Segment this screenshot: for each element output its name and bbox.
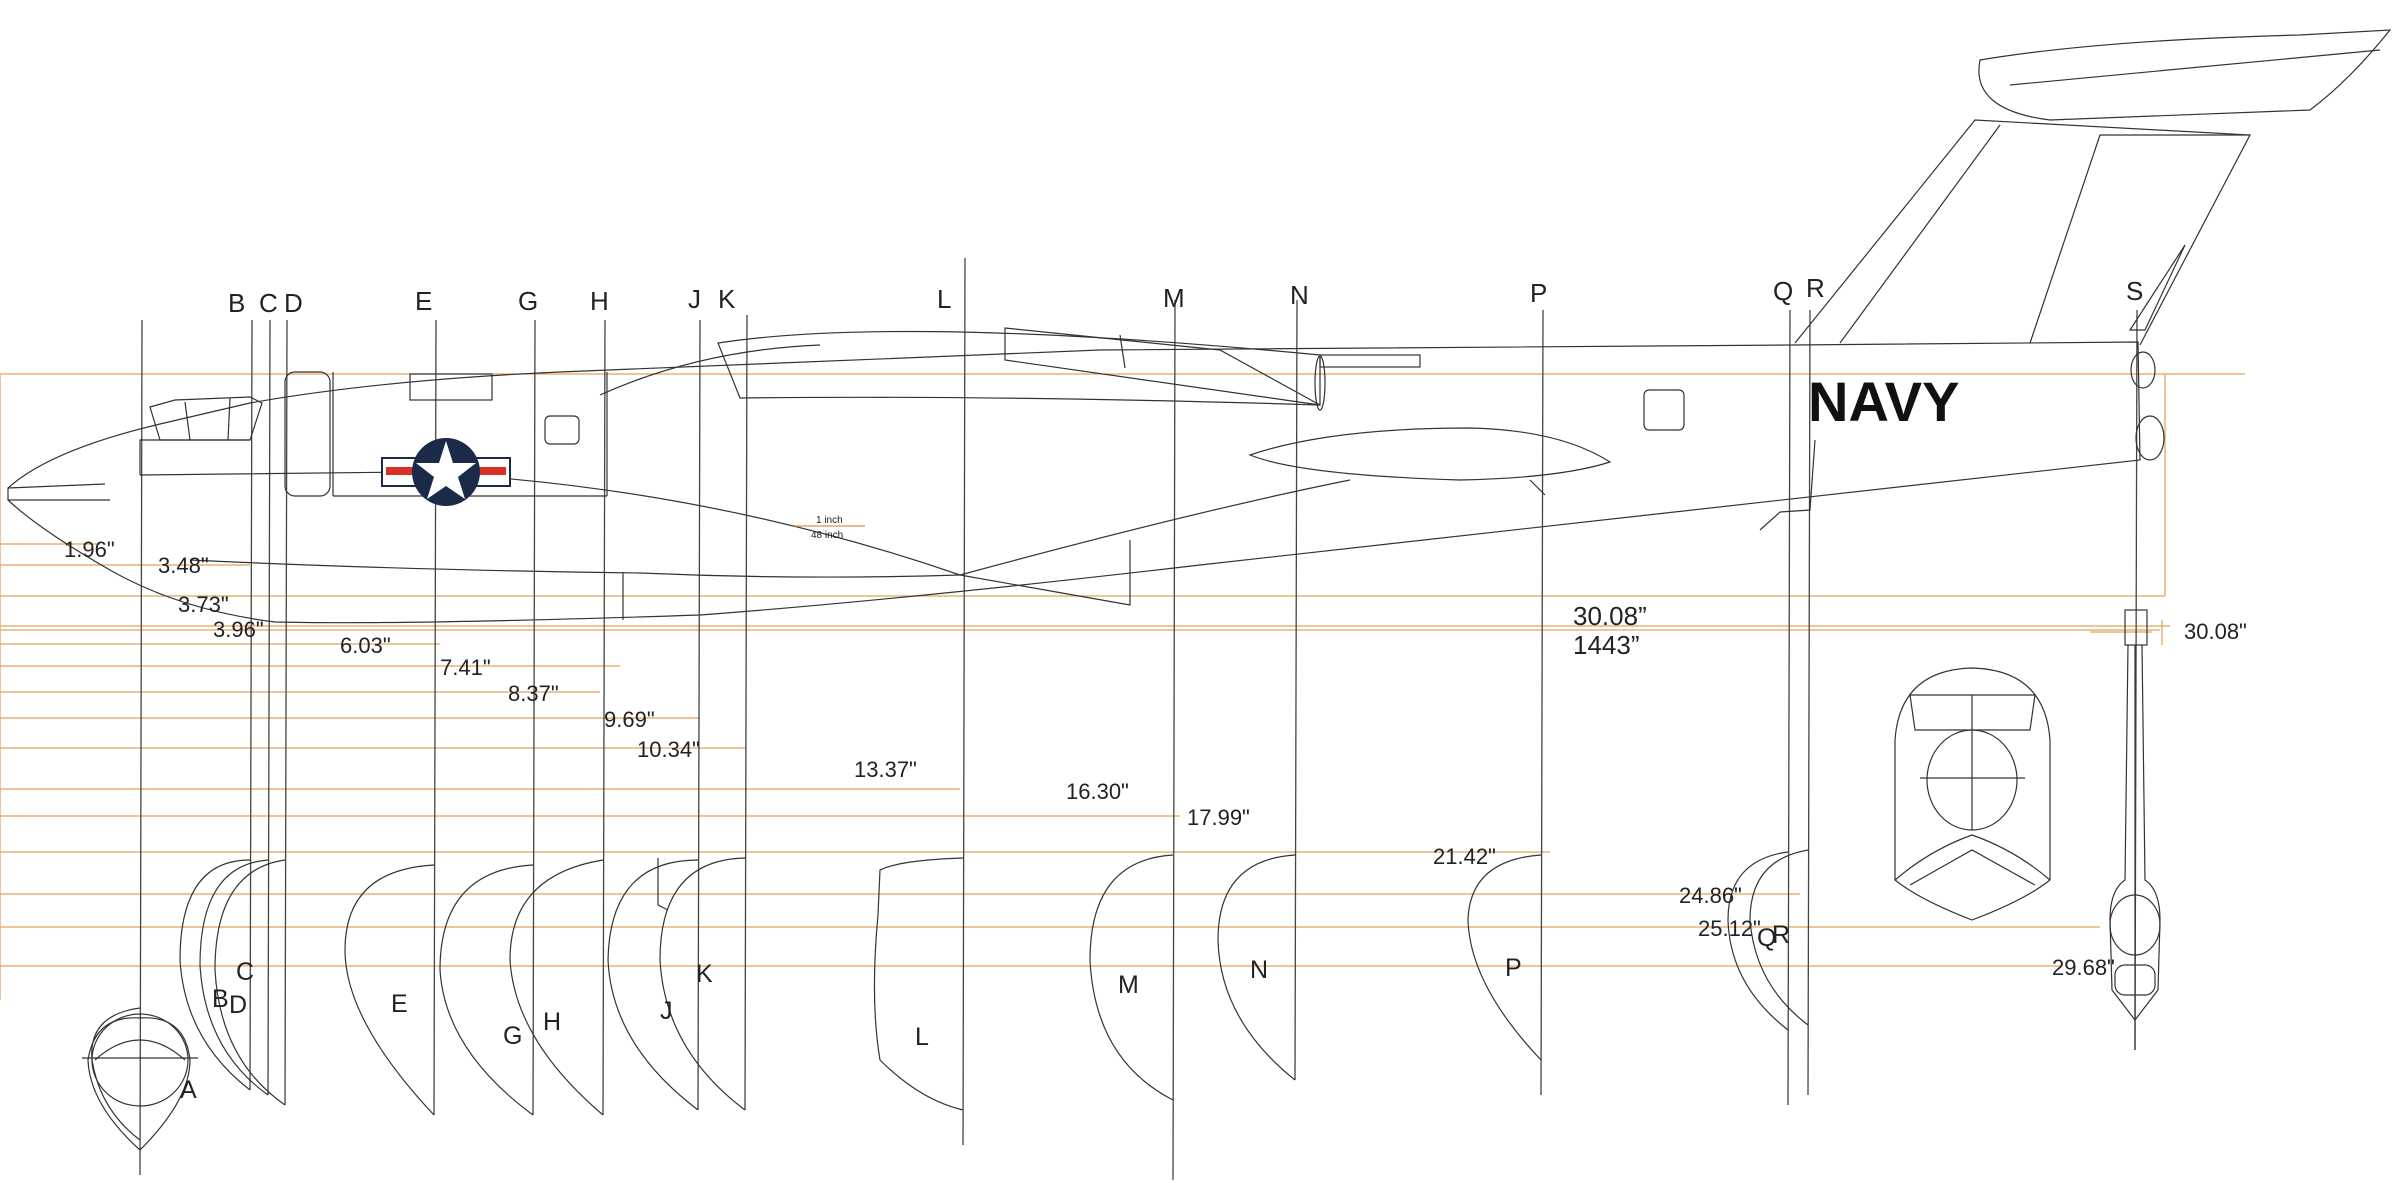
section-label: B — [212, 985, 229, 1013]
dimension-label: 10.34" — [637, 737, 700, 762]
guide-lines — [0, 373, 2245, 1000]
station-label: G — [518, 286, 538, 316]
station-label-group: B C D E G H J K L M N P Q R S — [228, 273, 2143, 318]
station-lines — [139, 257, 2138, 1181]
dimension-label: 24.86" — [1679, 883, 1742, 908]
station-label: J — [688, 284, 701, 314]
dimension-label: 8.37" — [508, 681, 559, 706]
section-label: P — [1505, 954, 1522, 982]
dimension-label: 1.96" — [64, 537, 115, 562]
section-label: R — [1772, 921, 1790, 949]
station-label: S — [2126, 276, 2143, 306]
section-label: Q — [1757, 924, 1776, 952]
dimension-label: 17.99" — [1187, 805, 1250, 830]
tail-plan-view — [2109, 609, 2161, 1050]
section-label: L — [915, 1023, 929, 1051]
section-label: A — [180, 1076, 197, 1104]
cross-sections — [82, 849, 1809, 1151]
fuselage-length-label: 30.08” — [1573, 601, 1647, 631]
section-label: J — [660, 997, 673, 1025]
station-label: H — [590, 286, 609, 316]
station-label: D — [284, 288, 303, 318]
section-label-group: A B C D E G H J K L M N P Q R — [180, 921, 1790, 1104]
section-label: C — [236, 958, 254, 986]
fuselage-length-full-label: 1443” — [1573, 630, 1640, 660]
section-label: D — [229, 991, 247, 1019]
station-label: C — [259, 288, 278, 318]
fuselage-side-view — [7, 341, 2141, 624]
station-label: L — [937, 284, 951, 314]
dimension-label: 16.30" — [1066, 779, 1129, 804]
dimension-label: 3.48" — [158, 553, 209, 578]
station-label: R — [1806, 273, 1825, 303]
section-label: N — [1250, 956, 1268, 984]
dimension-label: 9.69" — [604, 707, 655, 732]
dimension-label: 6.03" — [340, 633, 391, 658]
wing-and-tail — [599, 29, 2392, 606]
dimension-label-group: 1.96" 3.48" 3.73" 3.96" 6.03" 7.41" 8.37… — [64, 537, 2247, 980]
dimension-label: 3.96" — [213, 617, 264, 642]
scale-top-label: 1 inch — [816, 515, 843, 526]
dimension-label: 13.37" — [854, 757, 917, 782]
section-label: K — [696, 960, 713, 988]
station-label: Q — [1773, 276, 1793, 306]
dimension-label: 21.42" — [1433, 844, 1496, 869]
front-view — [1894, 667, 2051, 921]
dimension-label: 3.73" — [178, 592, 229, 617]
station-label: K — [718, 284, 736, 314]
station-label: N — [1290, 280, 1309, 310]
section-label: E — [391, 990, 408, 1018]
station-label: E — [415, 286, 432, 316]
station-label: M — [1163, 283, 1185, 313]
section-label: M — [1118, 971, 1139, 999]
station-label: B — [228, 288, 245, 318]
dimension-label: 7.41" — [440, 655, 491, 680]
dimension-label: 30.08" — [2184, 619, 2247, 644]
section-label: G — [503, 1022, 522, 1050]
dimension-label: 29.68" — [2052, 955, 2115, 980]
scale-bar: 1 inch 48 inch — [795, 515, 865, 541]
station-label: P — [1530, 278, 1547, 308]
scale-bottom-label: 48 inch — [811, 530, 843, 541]
navy-marking: NAVY — [1808, 370, 1959, 433]
national-insignia-roundel — [381, 438, 511, 506]
section-label: H — [543, 1008, 561, 1036]
